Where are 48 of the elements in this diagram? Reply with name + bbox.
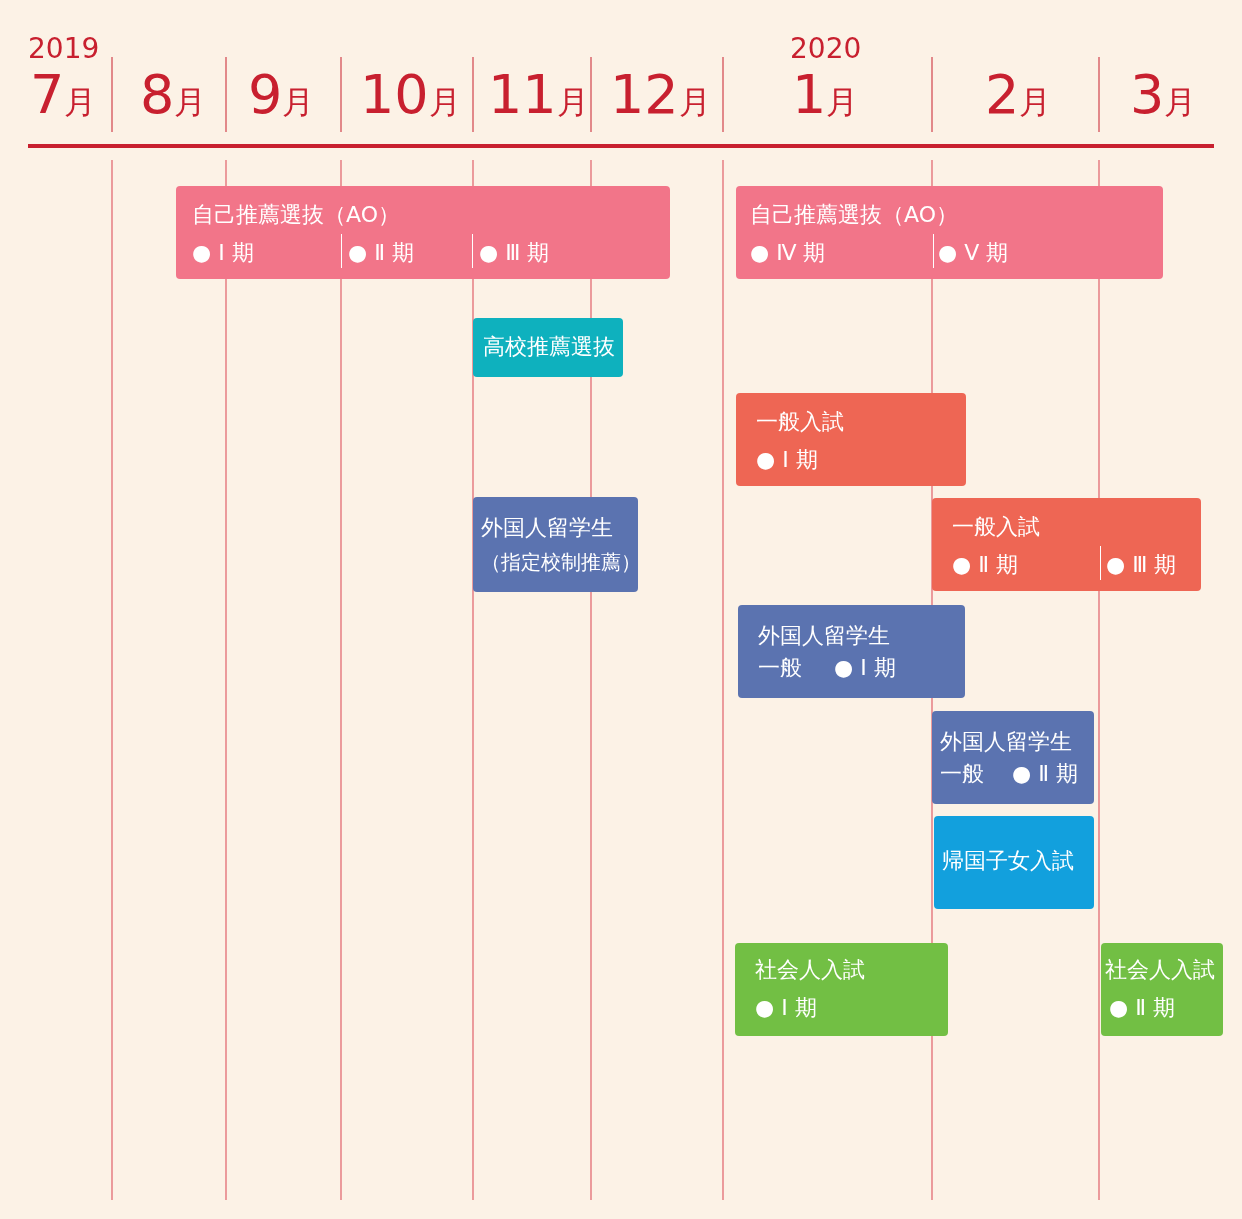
schedule-bar: [736, 186, 1163, 279]
bar-title: 社会人入試: [755, 957, 865, 983]
bar-title: 帰国子女入試: [942, 848, 1074, 874]
bar-text: ● Ⅱ 期: [348, 240, 414, 266]
month-label: 1月: [792, 62, 859, 128]
bar-title: 外国人留学生: [758, 623, 890, 649]
schedule-bar: [473, 497, 638, 592]
bar-title: 自己推薦選抜（AO）: [750, 202, 958, 228]
bar-text: ● Ⅴ 期: [938, 240, 1009, 266]
schedule-bar: [738, 605, 965, 698]
bar-text: ● Ⅰ 期: [756, 447, 818, 473]
bar-text: ● Ⅱ 期: [1012, 761, 1078, 787]
schedule-bar: [176, 186, 670, 279]
schedule-bar: [932, 711, 1094, 804]
schedule-bar: [1101, 943, 1223, 1036]
bar-text: 一般: [940, 761, 984, 787]
month-label: 7月: [30, 62, 97, 128]
schedule-bar: [473, 318, 623, 377]
bar-title: 外国人留学生: [481, 515, 613, 541]
month-label: 8月: [140, 62, 207, 128]
bar-text: ● Ⅰ 期: [192, 240, 254, 266]
bar-text: ● Ⅰ 期: [755, 995, 817, 1021]
bar-title: 一般入試: [756, 409, 844, 435]
month-label: 2月: [985, 62, 1052, 128]
bar-title: 高校推薦選抜: [483, 334, 615, 360]
bar-text: （指定校制推薦）: [481, 549, 641, 575]
bar-text: ● Ⅳ 期: [750, 240, 826, 266]
bar-title: 自己推薦選抜（AO）: [192, 202, 400, 228]
bar-text: ● Ⅲ 期: [479, 240, 550, 266]
bar-text: ● Ⅲ 期: [1106, 552, 1177, 578]
year-label: 2019: [28, 32, 100, 65]
bar-title: 一般入試: [952, 514, 1040, 540]
bar-text: 一般: [758, 655, 802, 681]
schedule-bar: [736, 393, 966, 486]
schedule-bar: [735, 943, 948, 1036]
month-label: 3月: [1130, 62, 1197, 128]
bar-title: 外国人留学生: [940, 729, 1072, 755]
month-label: 10月: [360, 62, 461, 128]
bar-title: 社会人入試: [1105, 957, 1215, 983]
schedule-bar: [932, 498, 1201, 591]
bar-text: ● Ⅱ 期: [952, 552, 1018, 578]
month-label: 11月: [488, 62, 589, 128]
month-label: 9月: [248, 62, 315, 128]
schedule-bar: [934, 816, 1094, 909]
bar-text: ● Ⅱ 期: [1109, 995, 1175, 1021]
month-label: 12月: [610, 62, 711, 128]
year-label: 2020: [790, 32, 862, 65]
bar-text: ● Ⅰ 期: [834, 655, 896, 681]
